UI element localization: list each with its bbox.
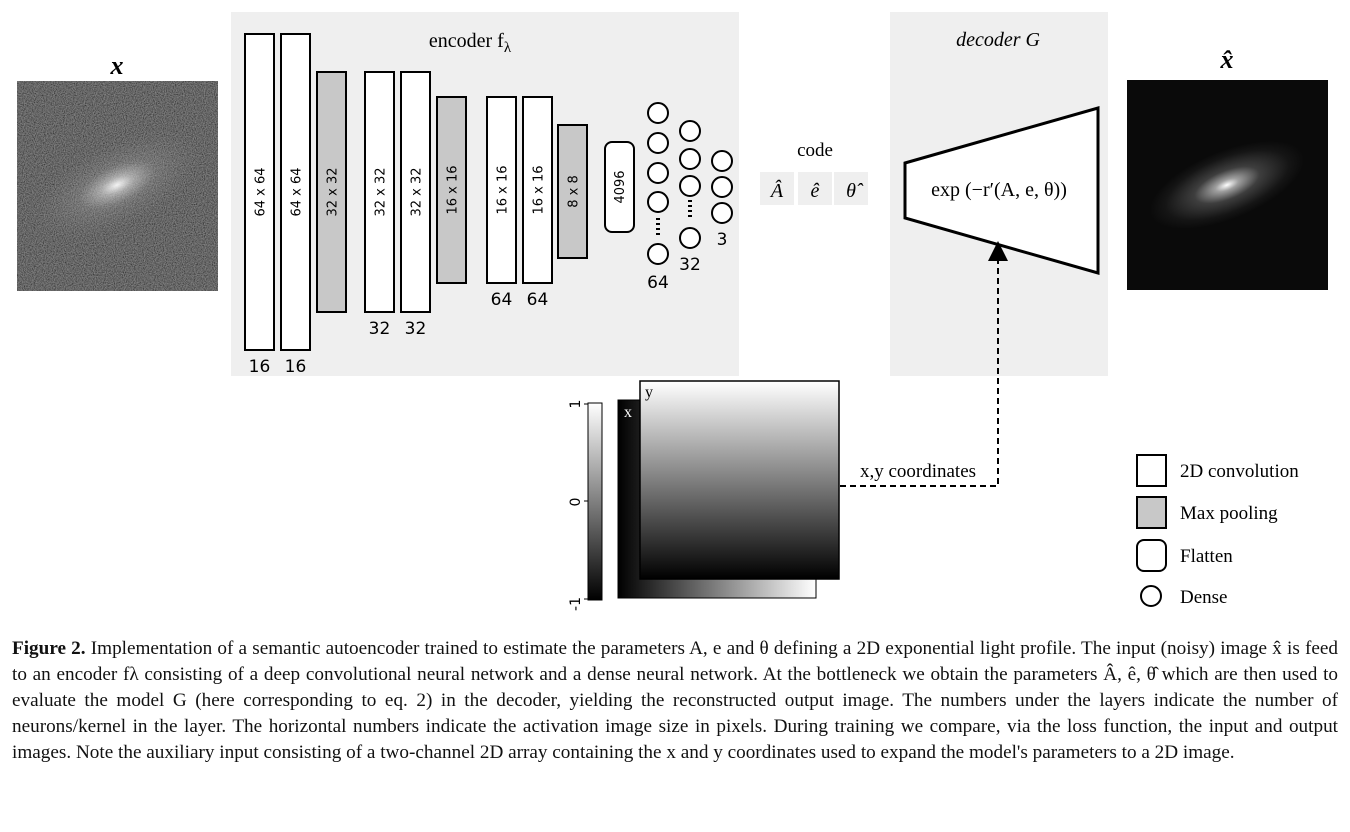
code-param: ê [811, 180, 820, 202]
dense-neuron [679, 175, 701, 197]
legend-label: Dense [1180, 587, 1227, 608]
code-param: Â [769, 179, 784, 202]
dense-neuron [647, 162, 669, 184]
layer-kernel-count: 16 [285, 357, 307, 377]
decoder-formula: exp (−r′(A, e, θ)) [931, 179, 1067, 201]
dense-neuron [711, 202, 733, 224]
flatten-box [604, 141, 635, 233]
code-param-cell [834, 172, 868, 205]
dense-layers: 64 32 3 [647, 102, 733, 293]
legend-label: Max pooling [1180, 503, 1278, 524]
code-title: code [797, 140, 833, 161]
decoder-title: decoder G [956, 29, 1040, 51]
layer-kernel-count: 16 [249, 357, 271, 377]
legend-label: Flatten [1180, 546, 1233, 567]
dense-neuron [679, 227, 701, 249]
conv-layer [522, 96, 553, 284]
coordinates-arrow [840, 241, 1008, 487]
legend-swatch [1136, 454, 1167, 487]
colorbar-tick-mid: 0 [568, 498, 584, 507]
y-channel-label: y [645, 384, 653, 401]
maxpool-layer [436, 96, 467, 284]
conv-layer [280, 33, 311, 351]
legend-swatch [1140, 585, 1162, 607]
conv-layer [400, 71, 431, 313]
conv-layers: 64 x 64 16 64 x 64 16 32 x 32 32 x 32 32 32 x 3… [244, 33, 588, 377]
layer-kernel-count: 64 [491, 290, 513, 310]
layer-size-label: 8 x 8 [567, 175, 582, 208]
layer-size-label: 64 x 64 [254, 167, 269, 216]
flatten-layer: 4096 [604, 141, 635, 233]
layer-kernel-count: 32 [369, 319, 391, 339]
figure-caption: Figure 2. Implementation of a semantic a… [12, 636, 1338, 766]
colorbar-tick-top: 1 [568, 400, 584, 409]
layer-size-label: 16 x 16 [532, 165, 547, 214]
code-param-cell [798, 172, 832, 205]
layer-size-label: 16 x 16 [446, 165, 461, 214]
layer-size-label: 64 x 64 [290, 167, 305, 216]
output-image-label: x̂ [1220, 45, 1234, 74]
maxpool-layer [316, 71, 347, 313]
input-image [17, 81, 218, 291]
dense-neuron [711, 176, 733, 198]
layer-size-label: 32 x 32 [326, 167, 341, 216]
conv-layer [486, 96, 517, 284]
layer-kernel-count: 64 [527, 290, 549, 310]
code-param-cell [760, 172, 794, 205]
dense-neuron [647, 102, 669, 124]
layer-kernel-count: 32 [405, 319, 427, 339]
dense-neuron-count: 32 [679, 255, 701, 275]
caption-figure-label: Figure 2. [12, 638, 86, 659]
decoder-trapezoid [903, 106, 1100, 275]
output-image [1127, 80, 1328, 290]
dense-neuron [679, 120, 701, 142]
legend-swatch [1136, 539, 1167, 572]
encoder-title: encoder fλ [429, 30, 512, 56]
dense-neuron [647, 132, 669, 154]
x-channel-label: x [624, 404, 632, 421]
conv-layer [244, 33, 275, 351]
dense-neuron [647, 191, 669, 213]
layer-size-label: 32 x 32 [374, 167, 389, 216]
layer-size-label: 32 x 32 [410, 167, 425, 216]
dense-neuron-count: 3 [717, 230, 728, 250]
colorbar-tick-bottom: -1 [568, 597, 584, 611]
dense-neuron-count: 64 [647, 273, 669, 293]
dense-neuron [711, 150, 733, 172]
dense-neuron [647, 243, 669, 265]
input-image-label: x [110, 51, 124, 80]
legend-swatch [1136, 496, 1167, 529]
legend-label: 2D convolution [1180, 461, 1299, 482]
dense-neuron [679, 148, 701, 170]
y-coordinate-channel [639, 380, 840, 580]
maxpool-layer [557, 124, 588, 259]
flatten-size-label: 4096 [613, 170, 628, 203]
conv-layer [364, 71, 395, 313]
coordinates-label: x,y coordinates [860, 461, 976, 482]
layer-size-label: 16 x 16 [496, 165, 511, 214]
coordinate-colorbar [584, 402, 603, 601]
caption-text: Implementation of a semantic autoencoder… [12, 638, 1338, 763]
